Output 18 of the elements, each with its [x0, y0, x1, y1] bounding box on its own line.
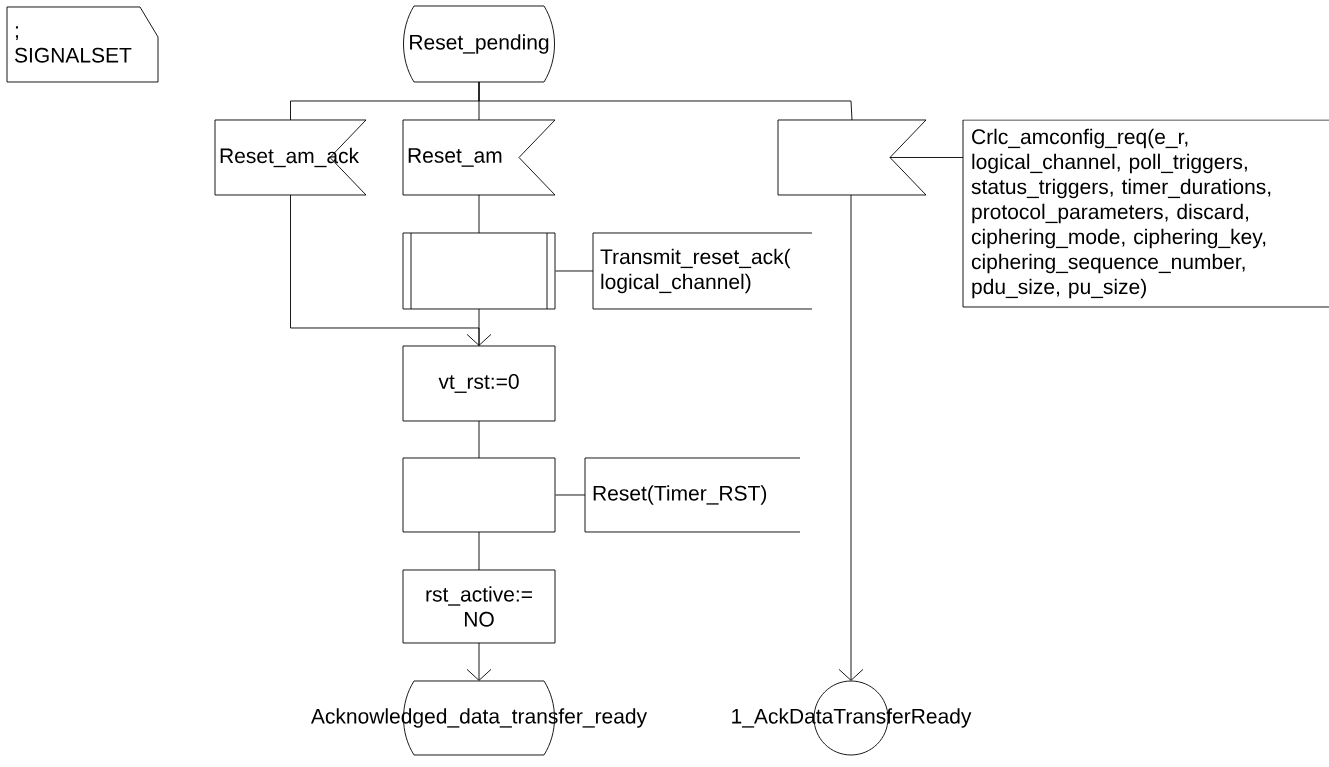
- task-box: vt_rst:=0: [402, 345, 556, 422]
- flow-line: [478, 81, 853, 121]
- comment-line: [555, 270, 594, 272]
- comment-box: Reset(Timer_RST): [584, 457, 801, 533]
- flow-arrow: [290, 194, 492, 346]
- comment-box: Transmit_reset_ack( logical_channel): [592, 232, 813, 310]
- flow-line: [478, 420, 480, 459]
- comment-box: Crlc_amconfig_req(e_r, logical_channel, poll_triggers, status_triggers, timer_durations, protocol_parameters, discard, ciphering_mode, ciphering_key, ciphering_sequence_number, pdu_size, pu_size): [962, 119, 1329, 308]
- flow-line: [478, 308, 480, 347]
- task-box: rst_active:= NO: [402, 569, 556, 644]
- input-symbol: [777, 119, 927, 196]
- procedure-call-box: [402, 232, 556, 310]
- flow-arrow: [838, 194, 864, 681]
- task-box: [402, 457, 556, 533]
- flow-line: [478, 531, 480, 571]
- flow-line: [478, 194, 480, 234]
- comment-line: [555, 494, 586, 496]
- flow-arrow: [466, 642, 492, 681]
